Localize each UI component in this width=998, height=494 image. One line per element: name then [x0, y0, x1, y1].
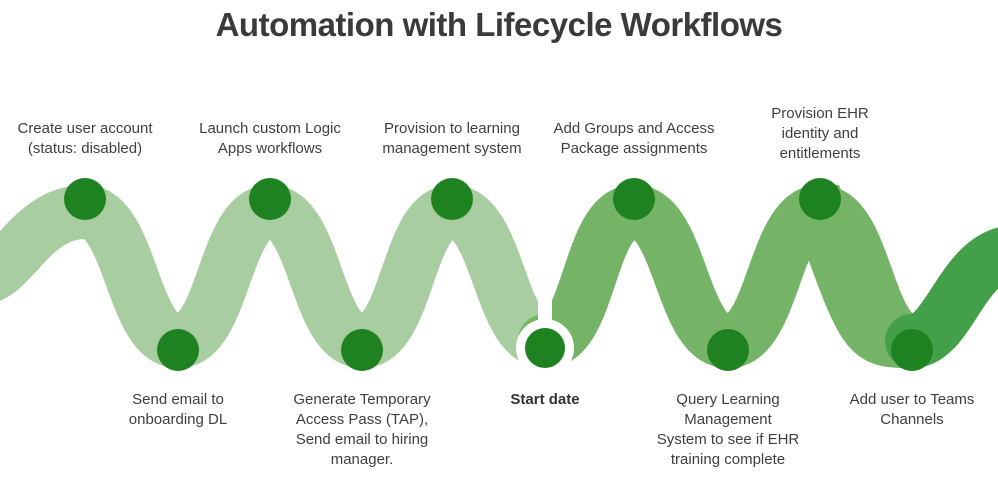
milestone-node-logic-apps — [249, 178, 291, 220]
milestone-label-create-account: Create user account (status: disabled) — [17, 120, 153, 157]
milestone-label-send-email: Send email to onboarding DL — [128, 391, 228, 428]
ribbon-segment-tail — [885, 228, 998, 368]
milestone-node-start-date — [525, 328, 565, 368]
milestone-node-send-email — [157, 329, 199, 371]
page-title: Automation with Lifecycle Workflows — [215, 6, 783, 43]
milestone-label-groups-access: Add Groups and Access Package assignment… — [553, 120, 715, 157]
milestone-node-lms-provision — [431, 178, 473, 220]
milestone-node-query-lms — [707, 329, 749, 371]
ribbon-segment-pre-start — [0, 184, 572, 369]
milestone-node-ehr-identity — [799, 178, 841, 220]
milestone-node-tap — [341, 329, 383, 371]
milestone-label-ehr-identity: Provision EHR identity and entitlements — [771, 105, 869, 162]
milestone-label-logic-apps: Launch custom Logic Apps workflows — [199, 120, 341, 157]
milestone-label-teams-channels: Add user to Teams Channels — [849, 391, 975, 428]
milestone-label-query-lms: Query Learning Management System to see … — [656, 391, 800, 468]
milestone-label-lms-provision: Provision to learning management system — [382, 120, 522, 157]
ribbon-segment-post-start-fix — [518, 184, 939, 369]
milestone-node-create-account — [64, 178, 106, 220]
milestone-node-teams-channels — [891, 329, 933, 371]
milestone-label-tap: Generate Temporary Access Pass (TAP), Se… — [293, 391, 431, 468]
milestone-node-groups-access — [613, 178, 655, 220]
milestone-label-start-date: Start date — [510, 391, 580, 408]
